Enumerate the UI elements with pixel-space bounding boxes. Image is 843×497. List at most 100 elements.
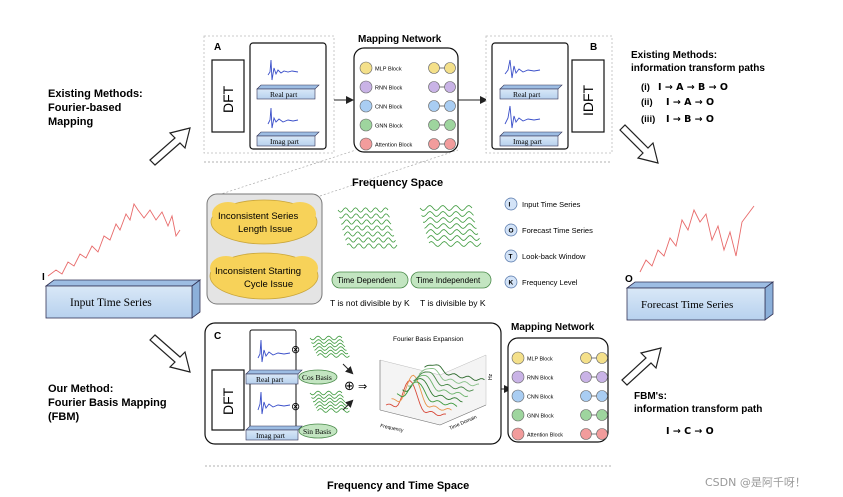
our-method-title: Our Method:	[48, 383, 113, 395]
multiply-symbol-2: ⊗	[291, 400, 300, 413]
panel-b: B Real part Imag part IDFT	[485, 35, 613, 154]
mapping-block-mlp-block: MLP Block	[511, 351, 608, 365]
svg-text:Cycle Issue: Cycle Issue	[244, 279, 293, 290]
forecast-time-series-box: Forecast Time Series	[625, 281, 775, 321]
divisible-label: T is divisible by K	[420, 298, 486, 308]
svg-text:GNN Block: GNN Block	[527, 414, 554, 420]
freq-time-space-label: Frequency and Time Space	[327, 480, 469, 492]
hollow-arrow-down-right	[619, 124, 659, 164]
output-letter: O	[625, 274, 633, 285]
existing-methods-sub1-left: Fourier-based	[48, 102, 121, 114]
our-method-sub2: (FBM)	[48, 411, 79, 423]
dft-box-top	[211, 59, 245, 133]
svg-text:Hz: Hz	[488, 373, 494, 380]
time-dependent-waves	[337, 207, 398, 249]
svg-text:Attention Block: Attention Block	[527, 433, 563, 439]
time-independent-waves	[419, 205, 482, 247]
input-time-series-box: Input Time Series	[44, 279, 202, 319]
cos-basis-pill: Cos Basis	[298, 369, 338, 385]
path-1: I → A → B → O	[658, 82, 728, 93]
mapping-block-rnn-block: RNN Block	[511, 370, 608, 384]
hollow-arrow-down-left	[149, 334, 191, 373]
cos-basis-waves	[309, 335, 350, 358]
existing-methods-title-right: Existing Methods:	[631, 50, 717, 61]
input-letter: I	[42, 272, 45, 283]
mapping-block-gnn-block: GNN Block	[359, 118, 456, 132]
svg-text:GNN Block: GNN Block	[375, 124, 403, 130]
svg-text:Imag part: Imag part	[256, 431, 286, 440]
idft-box	[571, 59, 605, 133]
issues-panel: Inconsistent Series Length Issue Inconsi…	[206, 193, 323, 305]
real-part-wave-c	[257, 339, 291, 363]
svg-text:Length Issue: Length Issue	[238, 224, 292, 235]
hollow-arrow-up-right	[621, 347, 662, 386]
fourier-basis-expansion-plot: Frequency Time Domain Hz	[380, 354, 494, 434]
svg-text:Cos Basis: Cos Basis	[302, 373, 332, 382]
imag-part-tag-c: Imag part	[245, 425, 303, 441]
svg-text:Sin Basis: Sin Basis	[303, 427, 331, 436]
svg-text:Forecast Time Series: Forecast Time Series	[522, 226, 593, 235]
imag-part-wave-top	[267, 107, 299, 129]
not-divisible-label: T is not divisible by K	[330, 298, 410, 308]
svg-text:Time Independent: Time Independent	[416, 276, 481, 285]
svg-text:Real part: Real part	[513, 90, 541, 99]
legend-item-t: T Look-back Window	[504, 249, 586, 263]
svg-text:MLP Block: MLP Block	[527, 357, 553, 363]
svg-text:CNN Block: CNN Block	[527, 395, 554, 401]
mapping-block-cnn-block: CNN Block	[359, 99, 456, 113]
sin-basis-waves	[309, 390, 350, 413]
dft-label-top: DFT	[220, 85, 236, 113]
panel-b-letter: B	[590, 42, 597, 53]
svg-text:Time Dependent: Time Dependent	[337, 276, 397, 285]
fbm-path: I → C → O	[666, 426, 714, 437]
real-part-tag-top: Real part	[256, 84, 320, 100]
svg-text:Inconsistent Series: Inconsistent Series	[218, 211, 299, 222]
svg-text:Attention Block: Attention Block	[375, 143, 413, 149]
time-independent-pill: Time Independent	[410, 271, 492, 289]
mapping-block-attention-block: Attention Block	[359, 137, 456, 151]
svg-text:T: T	[509, 254, 513, 261]
mapping-block-rnn-block: RNN Block	[359, 80, 456, 94]
idft-label: IDFT	[580, 84, 596, 116]
svg-text:Imag part: Imag part	[513, 137, 543, 146]
mapping-block-mlp-block: MLP Block	[359, 61, 456, 75]
real-part-tag-b: Real part	[499, 84, 563, 100]
panel-c-letter: C	[214, 331, 221, 342]
mapping-block-attention-block: Attention Block	[511, 427, 608, 441]
real-part-wave-b	[504, 59, 541, 79]
implies-arrow: ⇒	[358, 380, 367, 393]
path-2-num: (ii)	[641, 97, 653, 108]
svg-text:Real part: Real part	[256, 375, 284, 384]
our-method-sub1: Fourier Basis Mapping	[48, 397, 167, 409]
panel-c: C DFT Real part Imag part ⊗ ⊗ Cos Basis …	[204, 322, 502, 445]
path-2: I → A → O	[666, 97, 714, 108]
dft-box-bottom	[211, 369, 245, 431]
multiply-symbol-1: ⊗	[291, 343, 300, 356]
issue-cloud-cycle: Inconsistent Starting Cycle Issue	[209, 252, 319, 300]
existing-methods-sub2-left: Mapping	[48, 116, 93, 128]
fbm-title: FBM's:	[634, 391, 667, 402]
svg-text:Look-back Window: Look-back Window	[522, 252, 586, 261]
svg-text:CNN Block: CNN Block	[375, 105, 403, 111]
svg-text:Inconsistent Starting: Inconsistent Starting	[215, 266, 301, 277]
imag-part-tag-top: Imag part	[256, 131, 320, 147]
existing-methods-sub-right: information transform paths	[631, 63, 765, 74]
svg-text:RNN Block: RNN Block	[375, 86, 403, 92]
forecast-series-line	[639, 205, 755, 273]
real-part-tag-c: Real part	[245, 369, 303, 385]
path-3-num: (iii)	[641, 114, 655, 125]
svg-text:Frequency Level: Frequency Level	[522, 278, 578, 287]
watermark: CSDN @是阿千呀！	[705, 476, 806, 489]
sum-symbol: ⊕	[344, 379, 355, 394]
input-time-series-label: Input Time Series	[70, 297, 152, 309]
panel-a: A DFT Real part Imag part	[203, 35, 335, 154]
mapping-title-bottom: Mapping Network	[511, 322, 595, 333]
svg-text:Real part: Real part	[270, 90, 298, 99]
issue-cloud-length: Inconsistent Series Length Issue	[210, 199, 318, 245]
